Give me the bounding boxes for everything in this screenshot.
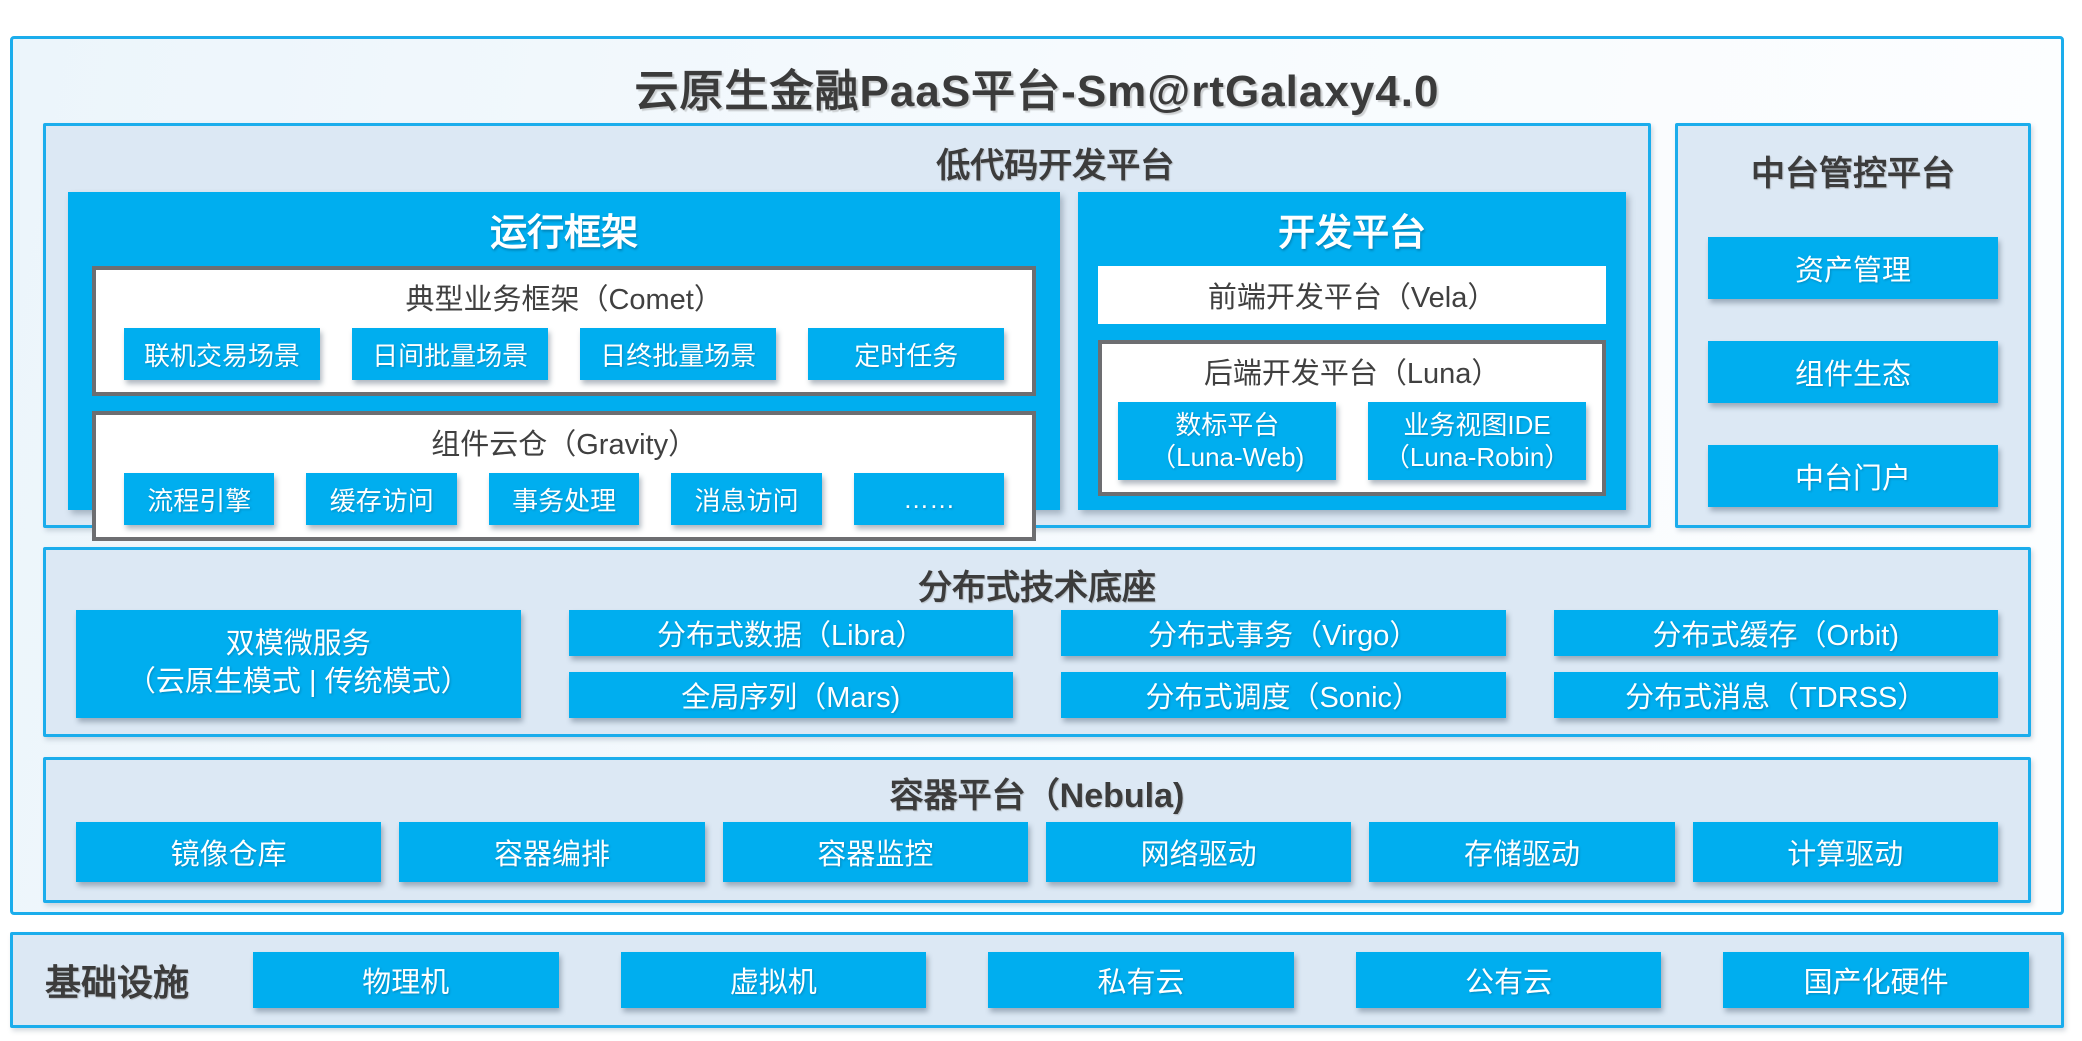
comet-item-eod-batch: 日终批量场景 bbox=[580, 328, 777, 380]
comet-item-scheduled-task: 定时任务 bbox=[808, 328, 1005, 380]
luna-web-item: 数标平台 （Luna-Web) bbox=[1118, 402, 1337, 480]
infra-item-virtual-machine: 虚拟机 bbox=[620, 952, 927, 1008]
gravity-item-message-access: 消息访问 bbox=[671, 473, 822, 525]
mid-item-portal: 中台门户 bbox=[1708, 445, 1998, 507]
container-item-compute-driver: 计算驱动 bbox=[1692, 822, 1998, 882]
luna-backend-title: 后端开发平台（Luna） bbox=[1203, 358, 1501, 390]
luna-robin-item: 业务视图IDE （Luna-Robin） bbox=[1368, 402, 1586, 480]
comet-items-row: 联机交易场景 日间批量场景 日终批量场景 定时任务 bbox=[124, 328, 1005, 380]
main-frame: 云原生金融PaaS平台-Sm@rtGalaxy4.0 低代码开发平台 运行框架 … bbox=[10, 36, 2064, 915]
container-item-storage-driver: 存储驱动 bbox=[1369, 822, 1675, 882]
low-code-platform-header: 低代码开发平台 bbox=[936, 147, 1175, 185]
distributed-data-item: 分布式数据（Libra） bbox=[568, 610, 1013, 656]
container-platform-panel: 容器平台（Nebula) 镜像仓库 容器编排 容器监控 网络驱动 存储驱动 计算… bbox=[43, 757, 2031, 903]
dev-platform-title: 开发平台 bbox=[1278, 212, 1427, 253]
distributed-scheduling-item: 分布式调度（Sonic） bbox=[1061, 672, 1506, 718]
comet-framework-title: 典型业务框架（Comet） bbox=[405, 284, 723, 316]
low-code-platform-panel: 低代码开发平台 运行框架 典型业务框架（Comet） 联机交易场景 日间批量场景… bbox=[43, 123, 1651, 541]
distributed-cache-item: 分布式缓存（Orbit) bbox=[1553, 610, 1998, 656]
infra-item-public-cloud: 公有云 bbox=[1355, 952, 1662, 1008]
mid-platform-header: 中台管控平台 bbox=[1751, 155, 1955, 193]
luna-items-row: 数标平台 （Luna-Web) 业务视图IDE （Luna-Robin） bbox=[1118, 402, 1586, 480]
gravity-item-cache-access: 缓存访问 bbox=[306, 473, 457, 525]
mid-item-asset-management: 资产管理 bbox=[1708, 237, 1998, 299]
comet-item-online-trading: 联机交易场景 bbox=[124, 328, 321, 380]
runtime-framework-panel: 运行框架 典型业务框架（Comet） 联机交易场景 日间批量场景 日终批量场景 … bbox=[68, 192, 1061, 541]
comet-framework-box: 典型业务框架（Comet） 联机交易场景 日间批量场景 日终批量场景 定时任务 bbox=[92, 266, 1037, 396]
distributed-base-panel: 分布式技术底座 双模微服务 （云原生模式 | 传统模式） 分布式数据（Libra… bbox=[43, 547, 2031, 737]
runtime-framework-title: 运行框架 bbox=[490, 212, 639, 253]
infrastructure-bar: 基础设施 物理机 虚拟机 私有云 公有云 国产化硬件 bbox=[10, 932, 2064, 1028]
dual-mode-line2: （云原生模式 | 传统模式） bbox=[126, 666, 470, 698]
infra-item-private-cloud: 私有云 bbox=[988, 952, 1294, 1008]
container-item-network-driver: 网络驱动 bbox=[1045, 822, 1352, 882]
page-title: 云原生金融PaaS平台-Sm@rtGalaxy4.0 bbox=[634, 67, 1440, 116]
gravity-items-row: 流程引擎 缓存访问 事务处理 消息访问 …… bbox=[124, 473, 1005, 525]
vela-frontend-box: 前端开发平台（Vela） bbox=[1098, 266, 1606, 324]
container-item-image-repository: 镜像仓库 bbox=[76, 822, 382, 882]
container-platform-header: 容器平台（Nebula) bbox=[889, 777, 1185, 815]
gravity-warehouse-title: 组件云仓（Gravity） bbox=[431, 429, 698, 461]
gravity-item-process-engine: 流程引擎 bbox=[124, 473, 275, 525]
dual-mode-microservice-item: 双模微服务 （云原生模式 | 传统模式） bbox=[76, 610, 521, 718]
distributed-message-item: 分布式消息（TDRSS） bbox=[1553, 672, 1998, 718]
global-sequence-item: 全局序列（Mars) bbox=[568, 672, 1013, 718]
luna-robin-line1: 业务视图IDE bbox=[1403, 409, 1551, 440]
luna-backend-box: 后端开发平台（Luna） 数标平台 （Luna-Web) 业务视图IDE （Lu… bbox=[1098, 340, 1606, 496]
luna-robin-line2: （Luna-Robin） bbox=[1383, 442, 1571, 472]
mid-item-component-ecosystem: 组件生态 bbox=[1708, 341, 1998, 403]
container-item-orchestration: 容器编排 bbox=[399, 822, 705, 882]
top-row: 低代码开发平台 运行框架 典型业务框架（Comet） 联机交易场景 日间批量场景… bbox=[43, 123, 2031, 541]
distributed-grid: 双模微服务 （云原生模式 | 传统模式） 分布式数据（Libra） 分布式事务（… bbox=[76, 610, 1998, 718]
mid-platform-panel: 中台管控平台 资产管理 组件生态 中台门户 bbox=[1675, 123, 2031, 528]
distributed-transaction-item: 分布式事务（Virgo） bbox=[1061, 610, 1506, 656]
infra-item-physical-machine: 物理机 bbox=[253, 952, 559, 1008]
low-code-content: 运行框架 典型业务框架（Comet） 联机交易场景 日间批量场景 日终批量场景 … bbox=[68, 192, 1626, 541]
container-items-row: 镜像仓库 容器编排 容器监控 网络驱动 存储驱动 计算驱动 bbox=[76, 822, 1998, 882]
dev-platform-panel: 开发平台 前端开发平台（Vela） 后端开发平台（Luna） 数标平台 （Lun… bbox=[1078, 192, 1626, 510]
container-item-monitoring: 容器监控 bbox=[722, 822, 1028, 882]
gravity-item-ellipsis: …… bbox=[853, 473, 1005, 525]
luna-web-line1: 数标平台 bbox=[1175, 409, 1280, 440]
dual-mode-line1: 双模微服务 bbox=[225, 628, 371, 661]
distributed-base-header: 分布式技术底座 bbox=[918, 569, 1156, 607]
infrastructure-label: 基础设施 bbox=[45, 962, 190, 1003]
infra-item-domestic-hardware: 国产化硬件 bbox=[1723, 952, 2029, 1008]
comet-item-daytime-batch: 日间批量场景 bbox=[352, 328, 549, 380]
gravity-warehouse-box: 组件云仓（Gravity） 流程引擎 缓存访问 事务处理 消息访问 …… bbox=[92, 411, 1037, 541]
gravity-item-transaction-processing: 事务处理 bbox=[488, 473, 640, 525]
luna-web-line2: （Luna-Web) bbox=[1150, 442, 1305, 472]
